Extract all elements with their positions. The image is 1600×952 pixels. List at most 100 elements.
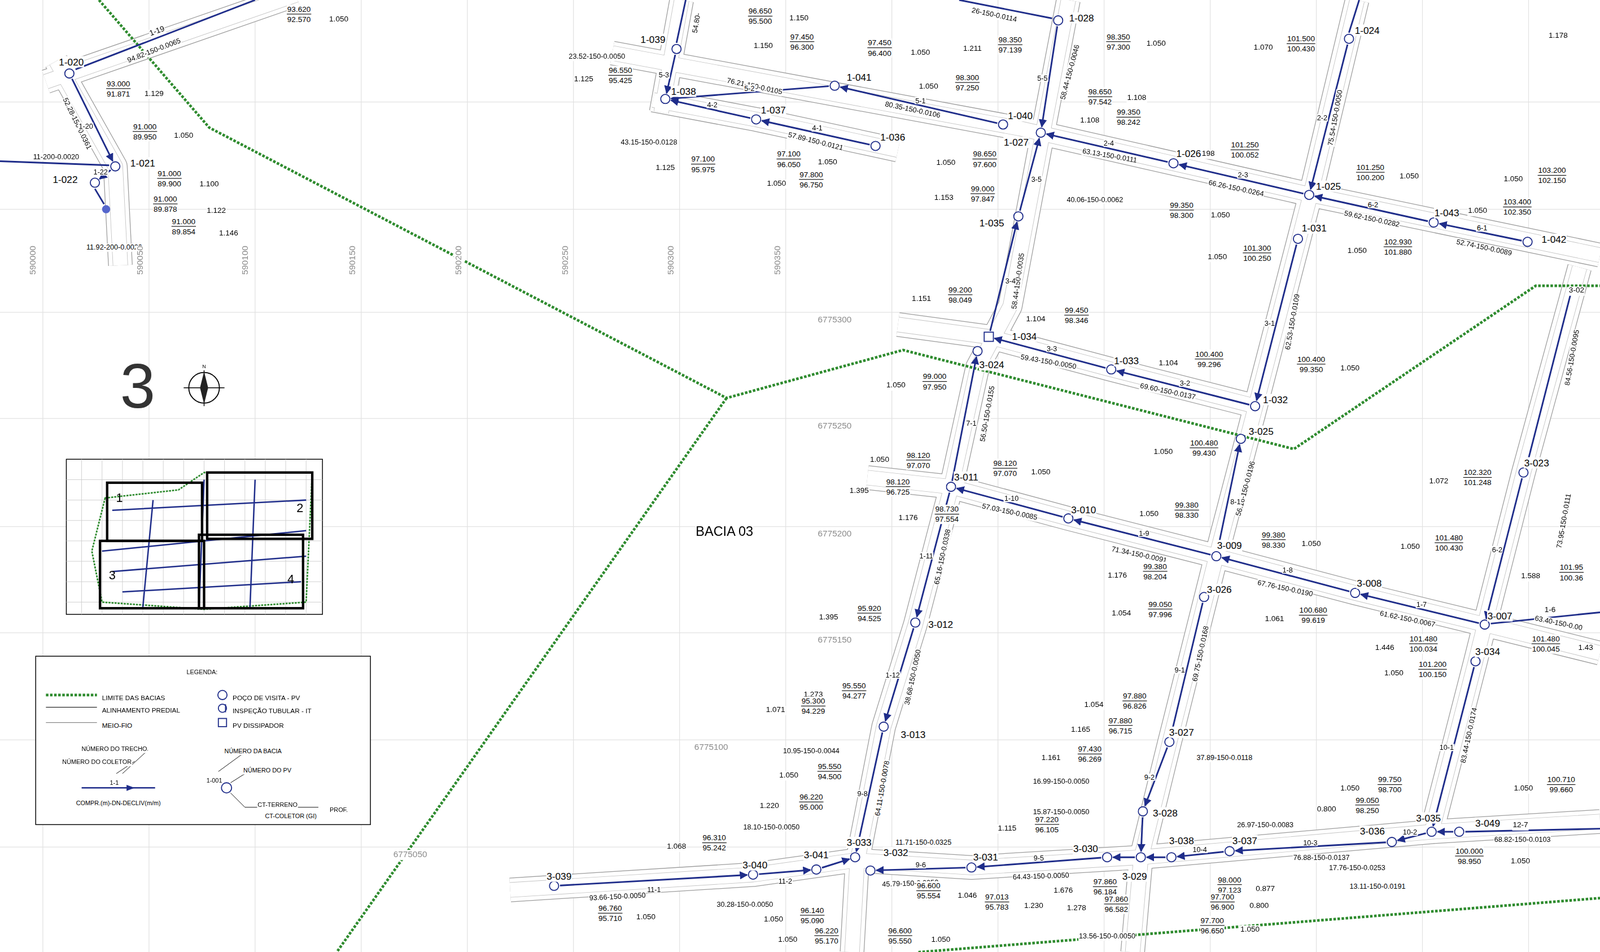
label-anchor: 97.100 95.975 xyxy=(691,154,716,177)
label-anchor: 1.176 xyxy=(898,505,919,525)
curb xyxy=(653,99,899,151)
map-annotation: 0.800 xyxy=(1316,805,1337,815)
label-anchor: 6775100 xyxy=(693,735,729,755)
segment-label-anchor: 1-11 xyxy=(919,543,934,563)
elevation-pair: 96.760 95.710 xyxy=(597,903,623,924)
label-anchor: 98.120 96.725 xyxy=(885,477,911,499)
label-anchor: 1.446 xyxy=(1374,635,1396,655)
label-anchor: 91.000 89.950 xyxy=(132,121,157,144)
label-anchor: 30.28-150-0.0050 xyxy=(716,892,775,912)
label-anchor: 1.151 xyxy=(911,286,932,306)
label-anchor: 1.211 xyxy=(962,36,983,56)
label-anchor: 1.050 xyxy=(869,447,890,467)
pipe-spec: 76.88-150-0.0137 xyxy=(1292,853,1351,863)
elevation-pair: 101.250 100.052 xyxy=(1230,140,1260,161)
road xyxy=(1132,0,1358,952)
manhole-symbol: 3-030 xyxy=(1102,851,1113,863)
label-anchor: 590050 xyxy=(128,245,147,275)
map-annotation: 1.115 xyxy=(997,824,1018,834)
manhole-id: 1-035 xyxy=(978,217,1005,229)
manhole-symbol: 1-032 xyxy=(1249,400,1261,412)
label-anchor: 96.600 95.550 xyxy=(887,925,912,948)
map-annotation: 1.104 xyxy=(1158,359,1179,369)
label-anchor: 3-02 xyxy=(1568,278,1585,297)
pipe-spec: 37.89-150-0.0118 xyxy=(1195,753,1253,763)
manhole-symbol: 3-024 xyxy=(972,346,983,357)
segment-number: 1-9 xyxy=(1138,529,1150,537)
north-letter: N xyxy=(201,364,207,370)
label-anchor: 590200 xyxy=(446,245,466,275)
pipe-spec: 58.44-150-0.0046 xyxy=(1058,43,1082,102)
label-anchor: 96.220 95.170 xyxy=(814,925,839,948)
label-anchor: 1.050 xyxy=(635,905,657,924)
label-anchor: 101.250 100.200 xyxy=(1356,162,1385,185)
label-anchor: 1 xyxy=(115,487,124,507)
sheet-frame xyxy=(198,534,303,609)
segment-number: 1-20 xyxy=(78,121,94,130)
pipe-spec: 65.16-150-0.0338 xyxy=(932,527,953,587)
elevation-pair: 97.880 96.826 xyxy=(1122,691,1147,712)
manhole-symbol: 1-024 xyxy=(1343,33,1354,45)
elevation-pair: 98.350 97.300 xyxy=(1105,32,1131,52)
segment-number: 9-8 xyxy=(856,789,868,797)
label-anchor: 100.400 99.296 xyxy=(1194,349,1224,371)
pipe-spec: 59.62-150-0.0282 xyxy=(1343,208,1402,229)
map-annotation: 1.050 xyxy=(910,48,931,58)
legend-drawing xyxy=(35,656,371,825)
manhole-id: 1-043 xyxy=(1434,207,1460,219)
map-annotation: 1.176 xyxy=(898,514,919,524)
legend-text: MEIO-FIO xyxy=(102,721,133,729)
manhole-symbol: 3-033 xyxy=(850,851,861,863)
manhole-label-anchor: 1-039 xyxy=(640,28,667,47)
segment-number: 1-11 xyxy=(919,551,934,559)
north-needle xyxy=(199,371,208,405)
manhole-symbol: 1-043 xyxy=(1428,217,1439,228)
segment-number: 6-2 xyxy=(1491,545,1503,554)
label-anchor: 93.66-150-0.0050 xyxy=(588,882,647,906)
elevation-pair: 91.000 89.950 xyxy=(132,121,157,142)
label-anchor: 97.880 96.826 xyxy=(1122,691,1147,714)
label-anchor: 37.89-150-0.0118 xyxy=(1195,745,1253,765)
curb xyxy=(611,53,1600,256)
key-map-boundary xyxy=(92,472,313,610)
manhole-label-anchor: 1-022 xyxy=(52,168,79,187)
label-anchor: 100.480 99.430 xyxy=(1189,438,1219,460)
sewer-pipe xyxy=(1020,138,1040,211)
map-annotation: 1.108 xyxy=(1126,93,1148,103)
label-anchor: 91.000 89.900 xyxy=(156,168,182,191)
label-anchor: 1.050 xyxy=(1210,202,1231,222)
label-anchor: 93.620 92.570 xyxy=(286,4,312,26)
elevation-pair: 95.920 94.525 xyxy=(857,603,882,624)
pipe-spec: 13.56-150-0.0050 xyxy=(1078,932,1136,942)
legend-note: CT-TERRENO xyxy=(256,801,298,809)
pipe-spec: 30.28-150-0.0050 xyxy=(716,901,775,910)
legend-text: POÇO DE VISITA - PV xyxy=(232,693,300,702)
segment-number: 4-1 xyxy=(811,124,824,133)
manhole-label-anchor: 3-036 xyxy=(1359,820,1386,839)
manhole-id: 3-031 xyxy=(972,850,999,863)
segment-label-anchor: 1-20 xyxy=(78,114,94,133)
map-annotation: 1.146 xyxy=(218,229,239,239)
segment-label-anchor: 2-4 xyxy=(1103,131,1115,151)
key-map-sheet: 1 xyxy=(115,491,124,506)
label-anchor: 1.054 xyxy=(1111,600,1132,620)
label-anchor: BACIA 03 xyxy=(694,521,754,540)
map-annotation: 1.125 xyxy=(655,164,676,174)
manhole-symbol: 3-007 xyxy=(1479,619,1490,630)
sewer-pipe xyxy=(876,867,966,871)
sewer-pipes-static xyxy=(0,0,1600,832)
manhole-id: 1-022 xyxy=(52,173,79,185)
elevation-pair: 96.550 95.425 xyxy=(608,66,633,86)
manhole-symbol: 3-037 xyxy=(1224,845,1235,856)
road xyxy=(1431,267,1580,832)
label-anchor: 26-150-0.0114 xyxy=(969,0,1020,27)
manhole-symbol: 3-031 xyxy=(966,862,977,873)
label-anchor: 1.050 xyxy=(817,149,838,169)
map-annotation: 1.176 xyxy=(1107,571,1128,581)
elevation-pair: 97.860 96.184 xyxy=(1093,876,1118,897)
manhole-symbol: 3-025 xyxy=(1235,433,1247,444)
label-anchor: 95.300 94.229 xyxy=(801,696,826,719)
map-annotation: 1.151 xyxy=(911,294,932,304)
manhole-label-anchor: 3-030 xyxy=(1072,837,1099,857)
